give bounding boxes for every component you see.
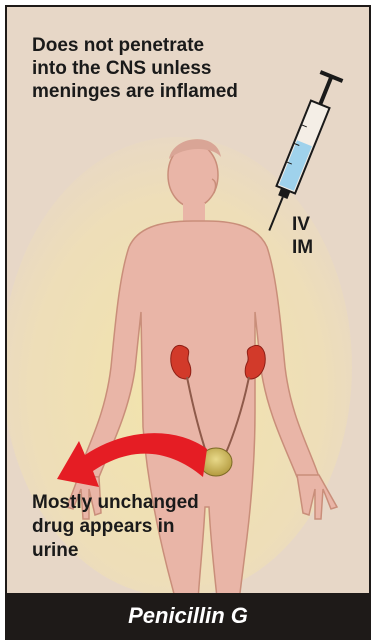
excretion-note-line: urine [32,539,199,563]
cns-note-line: into the CNS unless [32,57,238,80]
administration-route-label: IV IM [292,213,313,259]
excretion-note-line: drug appears in [32,515,199,539]
cns-penetration-note: Does not penetrate into the CNS unless m… [32,34,238,103]
penicillin-g-panel: Does not penetrate into the CNS unless m… [5,5,371,640]
route-im: IM [292,236,313,259]
drug-title: Penicillin G [128,603,248,629]
route-iv: IV [292,213,313,236]
drug-title-bar: Penicillin G [7,593,369,638]
cns-note-line: Does not penetrate [32,34,238,57]
cns-note-line: meninges are inflamed [32,80,238,103]
urine-excretion-note: Mostly unchanged drug appears in urine [32,491,199,563]
excretion-note-line: Mostly unchanged [32,491,199,515]
